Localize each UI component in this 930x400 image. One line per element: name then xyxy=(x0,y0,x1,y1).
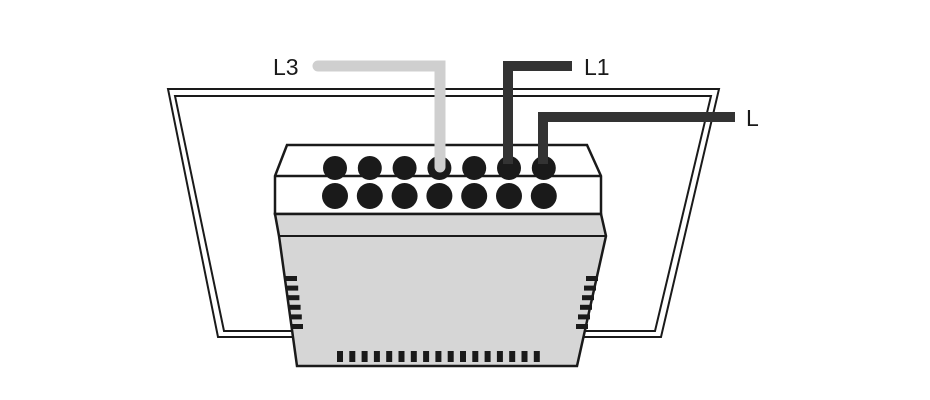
vent-slot xyxy=(423,351,430,362)
vent-slots-left xyxy=(285,276,303,329)
vent-slot xyxy=(289,314,302,320)
vent-slot xyxy=(386,351,393,362)
terminal-block xyxy=(273,143,603,216)
label-l3: L3 xyxy=(273,54,299,80)
vent-slot xyxy=(580,304,592,310)
vent-slot xyxy=(496,351,503,362)
vent-slots-right xyxy=(576,276,598,329)
switch-module xyxy=(273,212,608,368)
vent-slot xyxy=(447,351,454,362)
terminal-screw xyxy=(531,156,556,180)
wire-l3 xyxy=(312,60,446,173)
vent-slot xyxy=(337,351,343,362)
vent-slot xyxy=(578,314,590,320)
vent-slot xyxy=(509,351,516,362)
vent-slot xyxy=(484,351,491,362)
vent-slot xyxy=(586,276,598,281)
terminal-screw xyxy=(356,183,383,209)
terminal-screw xyxy=(391,183,418,209)
vent-slot xyxy=(286,285,299,291)
terminal-screw xyxy=(530,183,557,209)
terminal-screws xyxy=(322,156,557,209)
vent-slot xyxy=(472,351,479,362)
terminal-screw xyxy=(323,156,347,180)
terminal-screw xyxy=(357,156,382,180)
terminal-screw xyxy=(461,183,488,209)
vent-slot xyxy=(582,295,594,301)
terminal-screw xyxy=(426,183,453,209)
vent-slot xyxy=(410,351,417,362)
vent-slot xyxy=(533,351,540,362)
terminal-screw xyxy=(496,183,522,209)
wire-l1 xyxy=(503,61,572,164)
vent-slot xyxy=(285,276,297,281)
vent-slot xyxy=(287,295,300,301)
vent-slot xyxy=(349,351,356,362)
terminal-screw xyxy=(322,183,348,209)
terminal-screw xyxy=(392,156,417,180)
vent-slot xyxy=(435,351,442,362)
vent-slot xyxy=(521,351,528,362)
vent-slot xyxy=(361,351,368,362)
terminal-screw xyxy=(462,156,487,180)
vent-slot xyxy=(460,351,466,362)
vent-slots-bottom xyxy=(337,351,540,362)
vent-slot xyxy=(373,351,380,362)
vent-slot xyxy=(576,324,588,329)
vent-slot xyxy=(398,351,405,362)
vent-slot xyxy=(291,324,303,329)
label-l: L xyxy=(746,105,759,131)
wire-l xyxy=(538,112,735,164)
label-l1: L1 xyxy=(584,54,610,80)
vent-slot xyxy=(288,304,301,310)
vent-slot xyxy=(584,285,596,291)
